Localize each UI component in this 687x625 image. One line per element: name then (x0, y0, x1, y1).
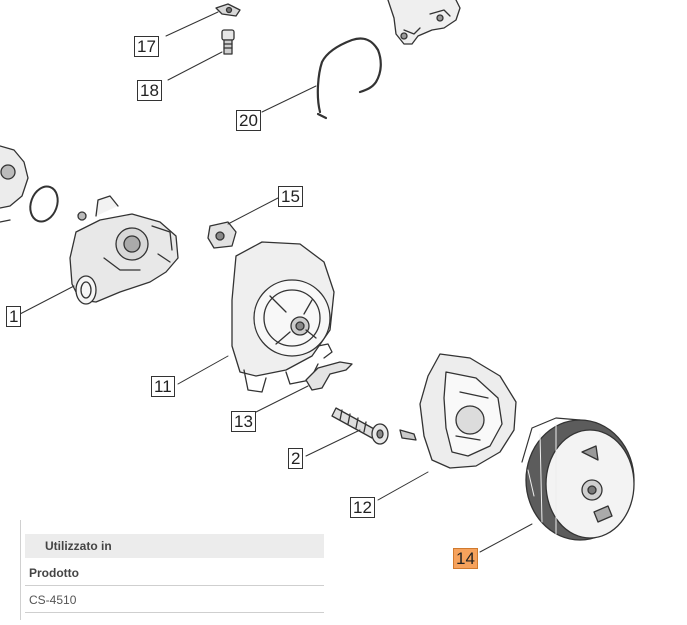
part-17-clip (215, 3, 241, 17)
part-12-filter-base (399, 353, 517, 469)
part-13-bracket (305, 361, 353, 391)
left-edge-part-fragment (0, 145, 29, 223)
callout-1[interactable]: 1 (6, 306, 22, 327)
divider (25, 612, 324, 613)
part-14-filter-element (521, 417, 635, 541)
callout-15[interactable]: 15 (278, 186, 303, 207)
divider (25, 585, 324, 586)
callout-14[interactable]: 14 (453, 548, 478, 569)
callout-13[interactable]: 13 (231, 411, 256, 432)
o-ring (29, 185, 59, 223)
product-value: CS-4510 (29, 593, 77, 607)
callout-18[interactable]: 18 (137, 80, 162, 101)
used-in-heading: Utilizzato in (25, 534, 324, 558)
panel-border (20, 520, 21, 620)
callout-12[interactable]: 12 (350, 497, 375, 518)
part-2-bolt (331, 407, 389, 445)
callout-2[interactable]: 2 (288, 448, 304, 469)
top-right-part-fragment (387, 0, 461, 45)
part-11-housing (231, 241, 335, 393)
part-1-carburetor (69, 195, 179, 305)
callout-17[interactable]: 17 (134, 36, 159, 57)
part-18-screw (221, 29, 235, 55)
part-15-block (207, 221, 237, 249)
callout-11[interactable]: 11 (151, 376, 175, 397)
product-label: Prodotto (29, 566, 79, 580)
part-20-wire-bracket (316, 37, 382, 120)
callout-20[interactable]: 20 (236, 110, 261, 131)
